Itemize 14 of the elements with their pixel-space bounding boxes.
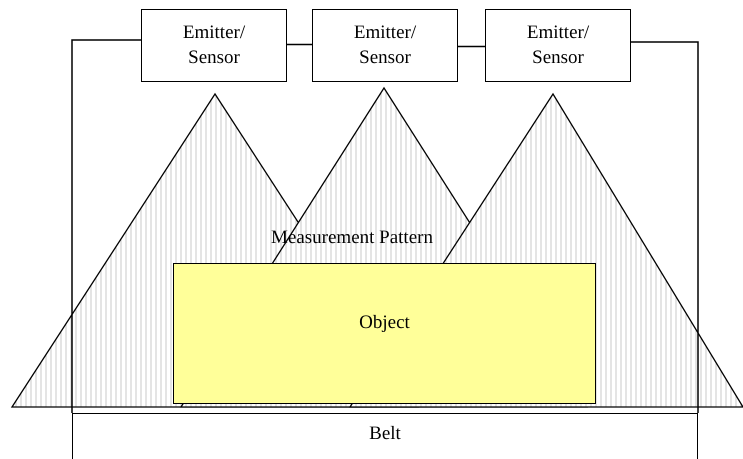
- wire-line: [287, 44, 312, 46]
- node-label: Belt: [368, 422, 402, 446]
- object-box: [173, 263, 596, 404]
- sensor-box: [312, 9, 458, 82]
- node-label: Emitter/ Sensor: [526, 20, 590, 70]
- wire-line: [458, 46, 485, 48]
- node-label: Object: [358, 311, 411, 336]
- node-label: Emitter/ Sensor: [182, 20, 246, 70]
- sensor-box: [141, 9, 287, 82]
- wire-line: [631, 41, 699, 413]
- wire-line: [71, 39, 141, 413]
- node-label: Emitter/ Sensor: [352, 20, 418, 70]
- sensor-box: [485, 9, 631, 82]
- belt-box: [72, 413, 698, 459]
